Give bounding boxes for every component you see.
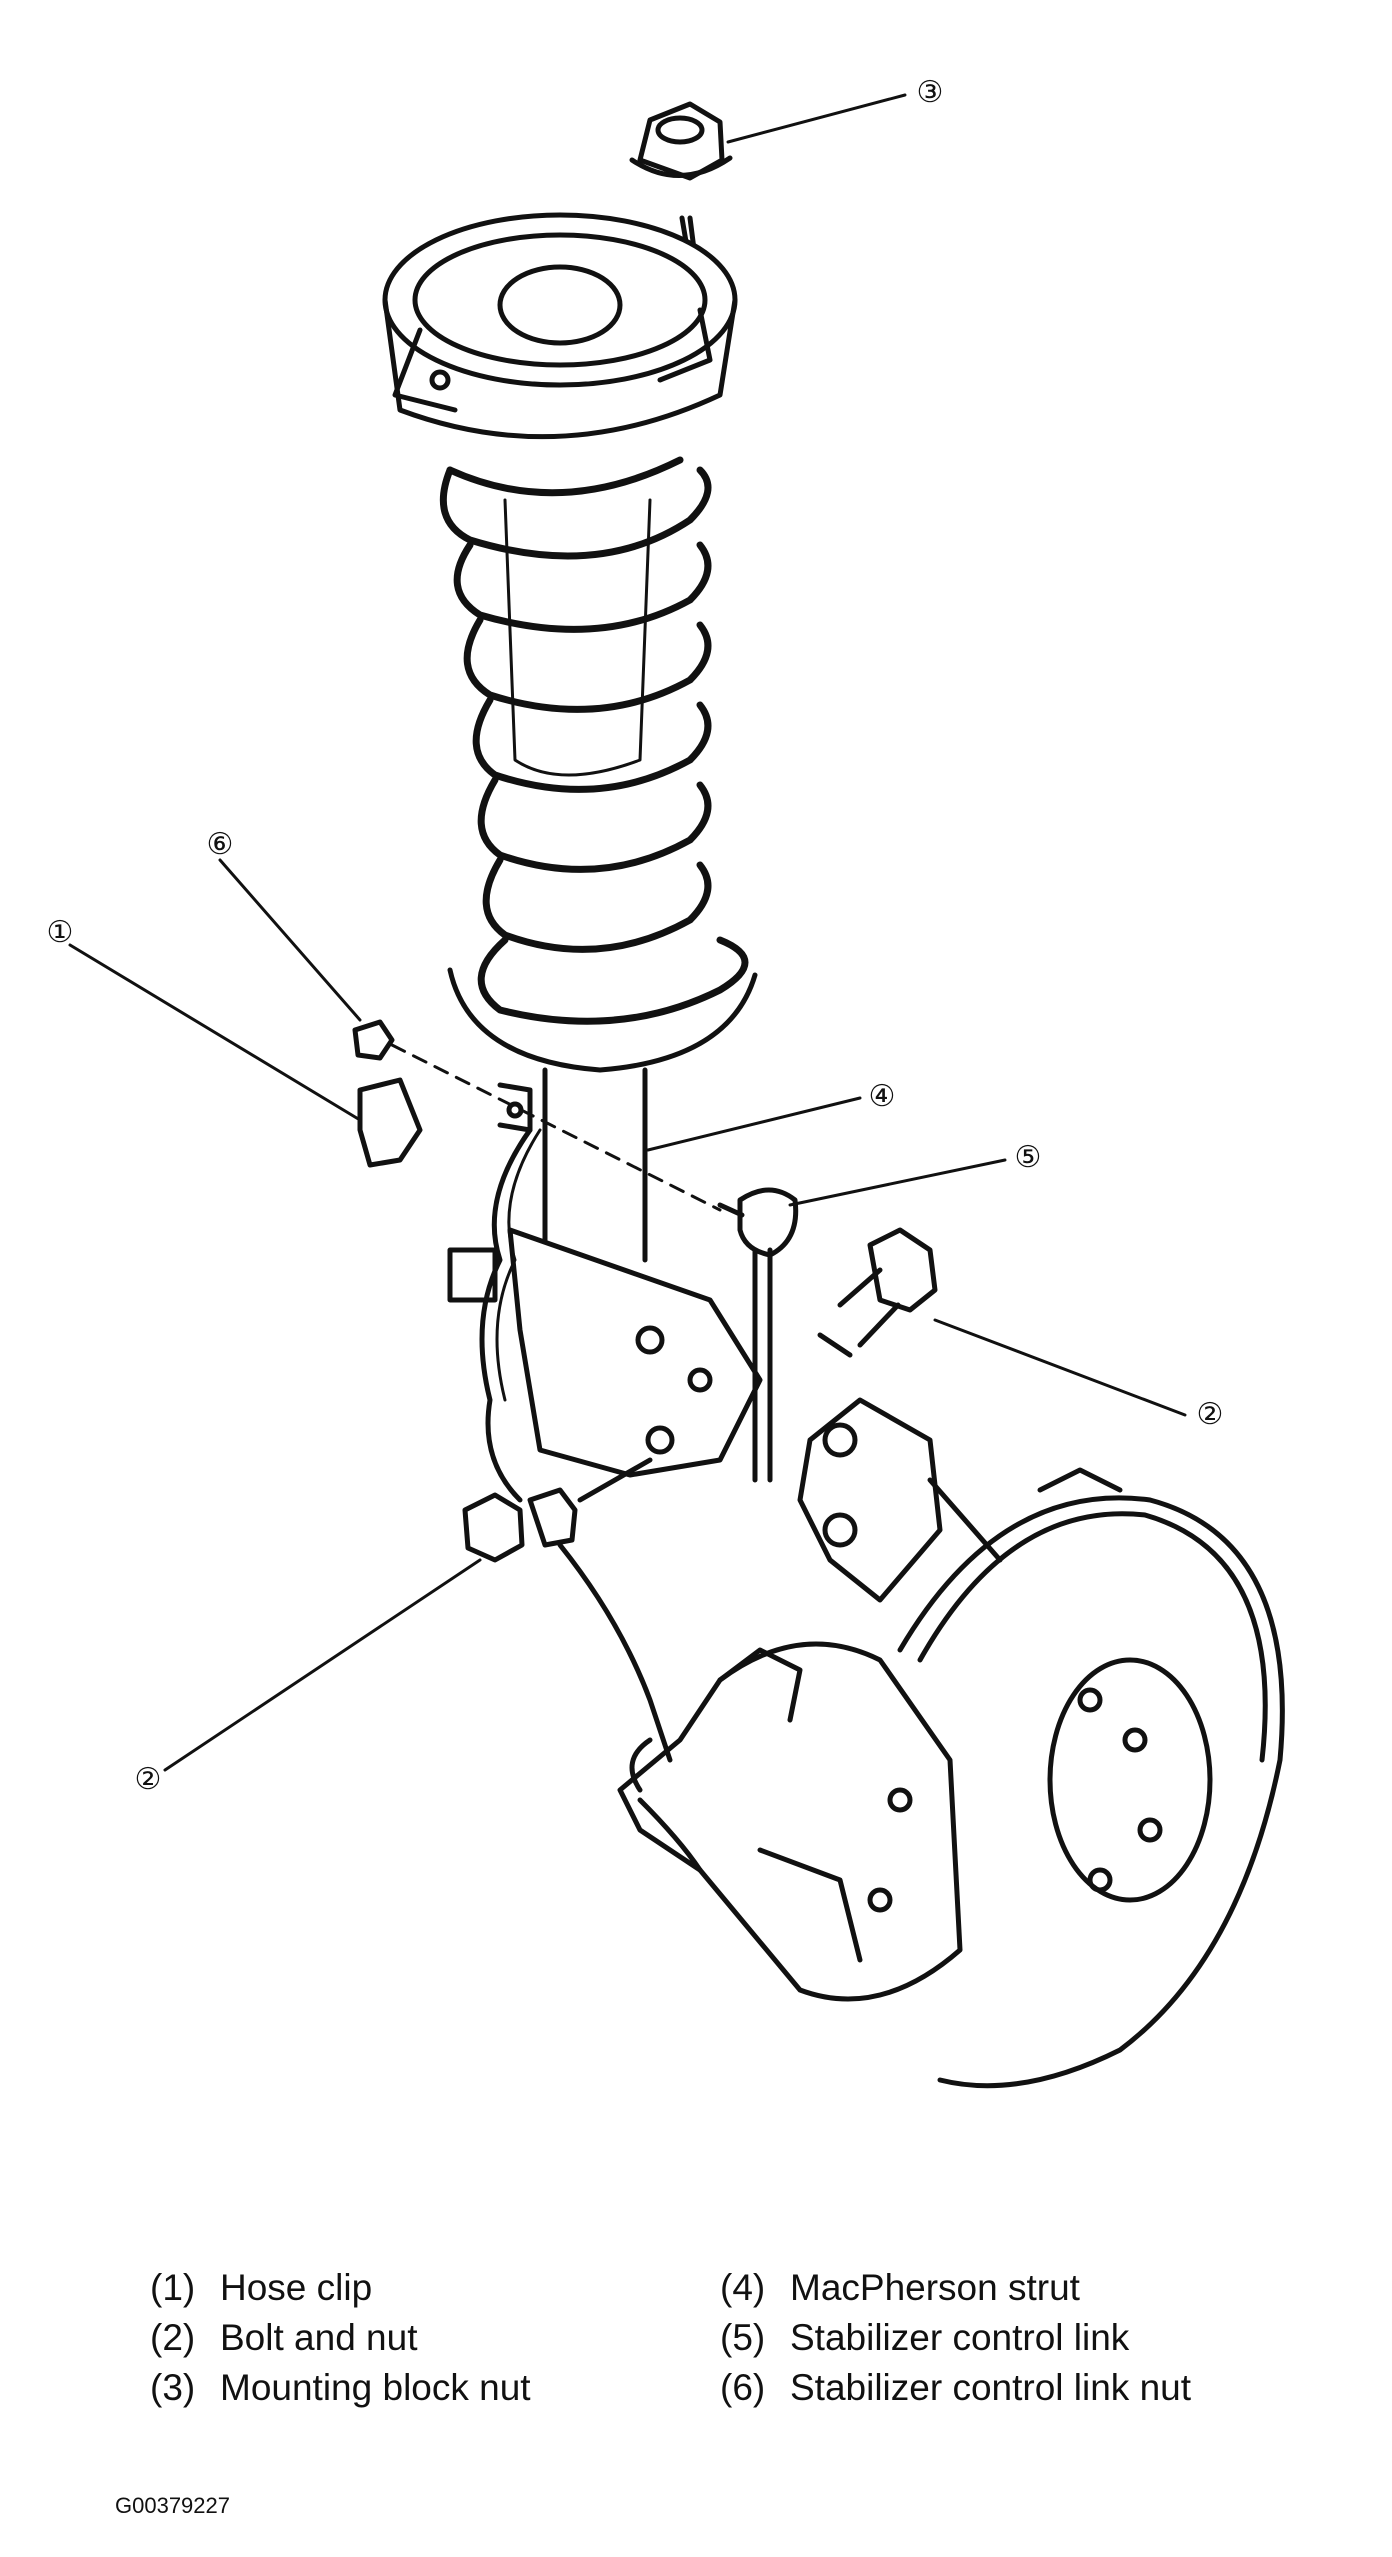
stabilizer-control-link [717,1187,799,1483]
brake-rotor [897,1467,1285,2089]
coil-spring [439,456,749,1025]
callout-2-upper: ② [1196,1398,1224,1431]
hose-clip [357,1077,423,1168]
mounting-block-nut [629,101,733,181]
knuckle-bracket [447,1227,763,1478]
bolt-upper [817,1227,938,1358]
brake-hose [479,1127,533,1503]
brake-caliper [617,1641,963,2002]
leader-line-3 [726,93,907,144]
leader-line-2b [163,1558,482,1772]
leader-line-2a [933,1318,1187,1417]
callout-5: ⑤ [1014,1141,1042,1174]
stabilizer-link-nut [352,1019,395,1061]
steering-knuckle [797,1397,1003,1603]
callout-4: ④ [868,1080,896,1113]
strut-tube [497,1067,648,1263]
lower-spring-seat [447,967,758,1073]
callout-3: ③ [916,76,944,109]
nut-lower [462,1457,653,1563]
top-mount [382,212,738,440]
callout-6: ⑥ [206,828,234,861]
leader-line-1 [68,943,362,1122]
callout-2-lower: ② [134,1763,162,1796]
leader-line-5 [788,1158,1007,1207]
leader-line-6 [218,858,362,1022]
callout-1: ① [46,916,74,949]
leader-line-4 [646,1096,862,1152]
brake-hose-lower [557,1542,673,1763]
dust-boot [503,498,652,777]
figure-id: G00379227 [115,2493,230,2518]
link-alignment-dash [390,1043,722,1212]
